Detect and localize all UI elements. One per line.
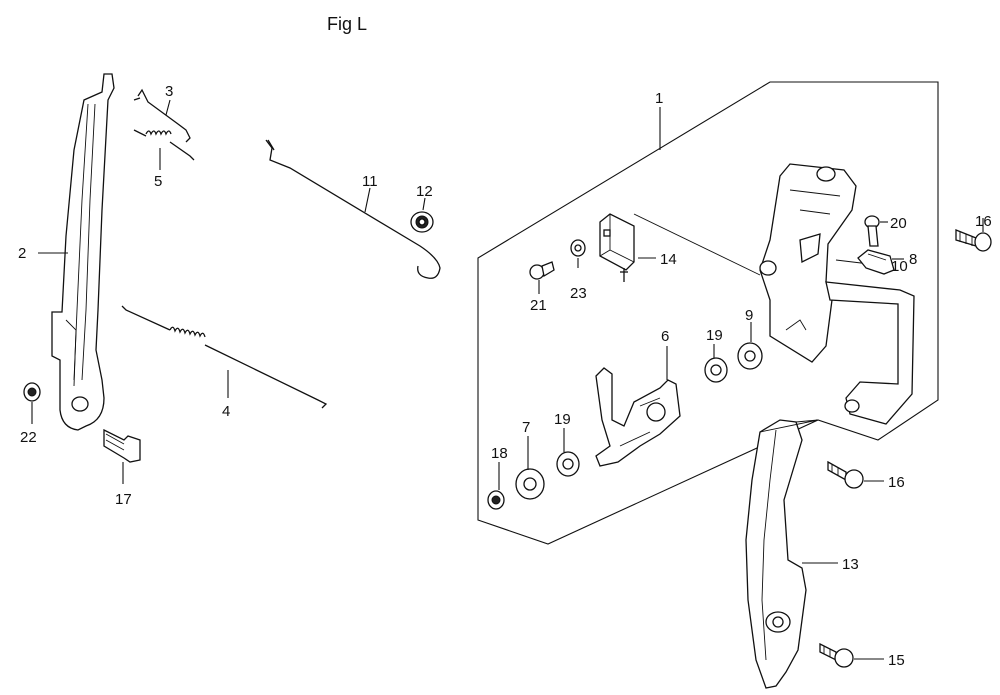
part-18-nut [487,490,505,510]
part-17-bolt [103,428,141,463]
label-23: 23 [570,285,587,302]
label-12: 12 [416,183,433,200]
part-19-washer-upper [704,357,728,383]
label-18: 18 [491,445,508,462]
leader-12 [422,197,426,211]
label-4: 4 [222,403,230,420]
label-19-lower: 19 [554,411,571,428]
part-12-grommet [410,211,434,233]
label-9: 9 [745,307,753,324]
part-23-washer [570,239,586,257]
part-8-clip [857,249,895,275]
part-4-spring-rod [121,305,328,409]
label-10: 10 [891,258,908,275]
label-11: 11 [362,173,378,190]
leader-11 [364,187,371,213]
switch-alignment-line [633,213,761,276]
part-3-link-rod [133,88,191,143]
label-8: 8 [909,251,917,268]
label-14: 14 [660,251,677,268]
label-16-top: 16 [975,213,992,230]
part-14-switch [599,213,635,282]
part-21-screw [529,261,555,280]
figure-title: Fig L [327,14,367,34]
part-16-bolt-middle [827,460,864,489]
part-7-washer [515,468,545,500]
label-17: 17 [115,491,132,508]
part-10-bracket [759,163,915,425]
part-6-lever-arm [595,367,681,467]
label-19-upper: 19 [706,327,723,344]
label-2: 2 [18,245,26,262]
part-13-control-lever [745,419,819,689]
part-15-bolt [819,642,854,668]
label-21: 21 [530,297,547,314]
label-5: 5 [154,173,162,190]
part-11-governor-rod [265,139,441,279]
label-16-middle: 16 [888,474,905,491]
part-16-bolt-top [955,229,992,252]
label-1: 1 [655,90,663,107]
label-13: 13 [842,556,859,573]
label-22: 22 [20,429,37,446]
assembly-group-outline [477,81,939,545]
part-5-spring [133,129,195,161]
part-19-washer-lower [556,451,580,477]
part-9-washer [737,342,763,370]
part-22-nut [23,382,41,402]
label-3: 3 [165,83,173,100]
label-7: 7 [522,419,530,436]
part-2-lever-plate [51,73,115,431]
part-20-screw [864,215,880,247]
leader-3 [165,99,171,116]
label-6: 6 [661,328,669,345]
label-15: 15 [888,652,905,669]
label-20: 20 [890,215,907,232]
